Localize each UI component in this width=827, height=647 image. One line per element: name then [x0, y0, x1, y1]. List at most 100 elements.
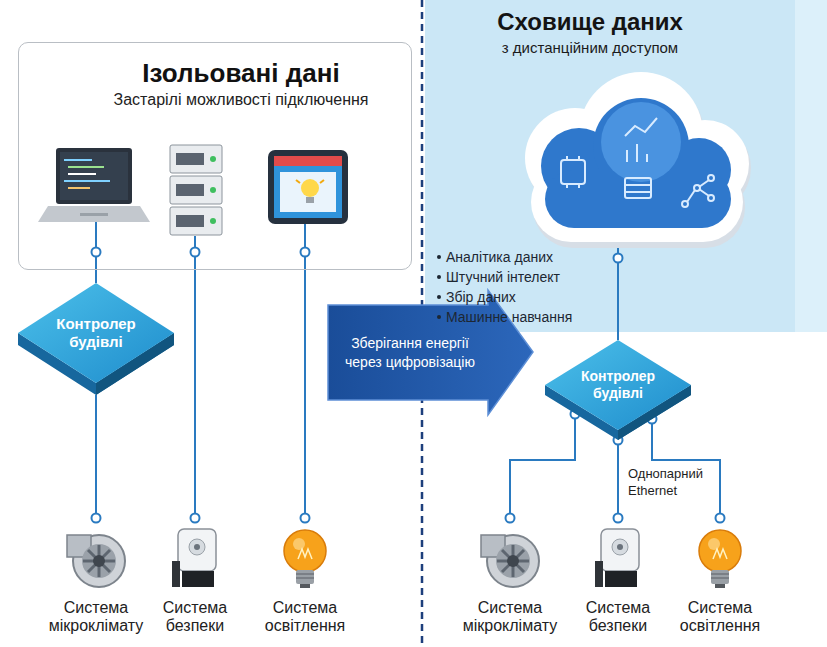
device-icon-part: [178, 529, 216, 571]
laptop-icon-part-part: [64, 159, 92, 161]
cloud-illustration-part: [561, 118, 714, 207]
endpoint-dot: [614, 254, 623, 263]
device-icon: [583, 523, 653, 593]
device-icon-part: [497, 545, 529, 577]
cloud-illustration: [475, 62, 755, 252]
device-icon-part: [496, 544, 530, 578]
group-box: Ізольовані даніЗастарілі можливості підк…: [18, 42, 412, 270]
device-icon-part: [595, 561, 603, 587]
device-icon-part: [293, 538, 305, 550]
device-label: Система мікроклімату: [36, 599, 156, 636]
device-icon-part: [708, 538, 720, 550]
server-icon-part: [176, 184, 204, 196]
laptop-icon-part-part: [68, 166, 104, 168]
laptop-icon: [38, 148, 150, 222]
device-icon-part: [715, 584, 725, 588]
bullet-item: Машинне навчання: [437, 308, 572, 326]
cloud-illustration-part-part: [578, 156, 580, 160]
server-icon-part: [170, 176, 222, 204]
tablet-icon-part: [274, 156, 342, 218]
device-icon-part-part: [296, 577, 314, 579]
cloud-illustration-part: [527, 76, 751, 248]
cloud-illustration-part-part: [646, 154, 648, 162]
bullet-text: Машинне навчання: [446, 308, 572, 326]
endpoint-dot: [506, 514, 515, 523]
endpoint-dot: [191, 514, 200, 523]
endpoint-dot: [301, 514, 310, 523]
device-icon-part: [605, 571, 637, 587]
device-icon-part: [617, 544, 623, 550]
cloud-illustration-part-part: [636, 144, 638, 162]
laptop-icon-part: [80, 213, 108, 216]
server-icon-part: [210, 218, 216, 224]
connector: [194, 236, 196, 518]
group-title: Ізольовані дані: [79, 59, 403, 89]
cloud-illustration-part: [525, 72, 749, 242]
device-label: Система безпеки: [558, 599, 678, 636]
cloud-illustration-part-part: [578, 184, 580, 188]
device-icon: [475, 523, 545, 593]
device-icon-part: [194, 544, 200, 550]
bullet-item: Аналітика даних: [437, 248, 553, 266]
panel-title: Сховище даних: [425, 8, 755, 37]
bullet-dot: [437, 295, 441, 299]
cloud-illustration-part-part: [601, 102, 681, 182]
device-icon-part: [711, 574, 729, 578]
device-node: Система освітлення: [660, 515, 780, 636]
laptop-icon-part-part: [68, 173, 96, 175]
device-icon-part: [601, 529, 639, 571]
transition-arrow: Зберігання енергії через цифровізацію: [328, 290, 533, 415]
device-icon-part-part: [711, 577, 729, 579]
bullet-dot: [437, 255, 441, 259]
laptop-icon-part: [56, 148, 132, 204]
device-icon-part: [82, 544, 116, 578]
server-icon: [170, 145, 222, 235]
device-icon-part-part: [502, 550, 524, 572]
endpoint-dot: [301, 248, 310, 257]
cloud-illustration-part-part: [545, 170, 731, 228]
device-icon-part: [300, 584, 310, 588]
device-node: Система безпеки: [135, 515, 255, 636]
cloud-illustration-part-part: [687, 190, 695, 202]
big-arrow-shape: [328, 290, 533, 415]
device-icon-part: [93, 555, 105, 567]
cloud-illustration-part-part: [625, 178, 651, 198]
device-icon-part: [296, 570, 314, 584]
device-icon-part: [699, 530, 741, 572]
endpoint-dot: [614, 514, 623, 523]
device-node: Система освітлення: [245, 515, 365, 636]
device-icon-part: [182, 571, 214, 587]
cloud-illustration-part-part: [699, 189, 709, 196]
device-icon-part: [284, 530, 326, 572]
controller-label: Контролер будівлі: [571, 368, 665, 402]
endpoint-dot: [716, 514, 725, 523]
bullet-item: Збір даних: [437, 288, 516, 306]
controller-shape-part: [545, 340, 691, 430]
device-icon-part: [296, 574, 314, 578]
tablet-icon-part: [320, 180, 324, 183]
tablet-icon-part: [280, 172, 336, 212]
device-node: Система мікроклімату: [450, 515, 570, 636]
cloud-illustration-part-part: [625, 184, 651, 186]
bullet-text: Штучний інтелект: [446, 268, 560, 286]
device-icon-part: [189, 539, 205, 555]
server-icon-part: [176, 215, 204, 227]
device-icon-part: [172, 561, 180, 587]
device-node: Система мікроклімату: [36, 515, 156, 636]
bullet-dot: [437, 315, 441, 319]
device-label: Система мікроклімату: [450, 599, 570, 636]
big-arrow-shape-part: [328, 290, 533, 415]
connector: [304, 224, 306, 518]
bullet-dot: [437, 275, 441, 279]
laptop-icon-part: [60, 152, 128, 200]
tablet-icon-part: [301, 179, 319, 197]
controller-diamond: Контролер будівлі: [545, 340, 691, 440]
connector: [617, 440, 619, 518]
device-label: Система освітлення: [660, 599, 780, 636]
device-label: Система безпеки: [135, 599, 255, 636]
device-icon-part: [507, 555, 519, 567]
bullet-text: Аналітика даних: [446, 248, 553, 266]
tablet-icon-part: [296, 180, 300, 183]
endpoint-dot: [92, 248, 101, 257]
